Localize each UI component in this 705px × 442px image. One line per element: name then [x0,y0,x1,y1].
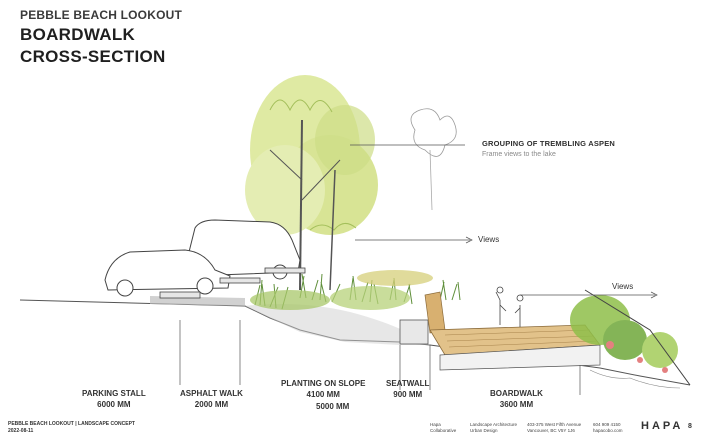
seatwall [399,319,429,345]
footer-project-name: PEBBLE BEACH LOOKOUT | LANDSCAPE CONCEPT [8,421,135,427]
page-title-line-2: CROSS-SECTION [20,47,166,66]
views-label-right: Views [612,282,634,291]
dim-asphalt-value: 2000 MM [194,400,229,409]
dim-boardwalk-value: 3600 MM [499,400,534,409]
footer-firm: Hapa Collaborative [430,422,456,434]
footer-discipline-line-2: Urban Design [470,428,498,433]
dim-overall: 5000 MM [316,402,350,411]
dim-asphalt-name: ASPHALT WALK [180,389,243,398]
dim-seatwall-name: SEATWALL [386,379,430,388]
view-arrow-right [520,291,658,299]
shoreline-edge [584,289,691,386]
background-tree [410,108,457,157]
aspen-trunks [269,119,341,291]
footer-firm-line-2: Collaborative [430,428,457,433]
footer-discipline: Landscape Architecture Urban Design [470,422,517,434]
car-front [104,249,231,297]
asphalt-grey [150,296,245,306]
footer-firm-line-1: Hapa [430,422,441,427]
footer-contact: 604 909 4150 hapacobo.com [593,422,623,434]
dim-parking-value: 6000 MM [97,400,131,409]
footer-phone: 604 909 4150 [593,422,621,427]
footer-discipline-line-1: Landscape Architecture [470,422,518,427]
dim-planting-slope: PLANTING ON SLOPE 4100 MM [281,378,365,400]
dim-planting-value: 4100 MM [306,390,340,399]
view-arrow-upper [355,236,473,244]
dim-planting-name: PLANTING ON SLOPE [281,379,366,388]
planting-mass [250,270,433,310]
dim-seatwall: SEATWALL 900 MM [386,378,429,400]
slope-earth [245,304,430,345]
dim-parking-stall: PARKING STALL 6000 MM [82,388,146,410]
shore-planting [570,295,678,373]
footer-address-line-2: Vancouver, BC V5Y 1J6 [527,428,575,433]
dim-parking-name: PARKING STALL [82,389,146,398]
aspen-callout-label: GROUPING OF TREMBLING ASPEN [482,139,616,148]
boardwalk-structure [439,344,601,371]
footer-address-line-1: 403-375 West Fifth Avenue [527,422,582,427]
aspen-foliage [245,75,378,235]
dim-boardwalk: BOARDWALK 3600 MM [490,388,543,410]
footer-date: 2022-08-11 [8,428,34,434]
dim-seatwall-value: 900 MM [393,390,423,399]
project-kicker: PEBBLE BEACH LOOKOUT [20,8,183,22]
hapa-logo: HAPA [641,420,684,432]
footer-project: PEBBLE BEACH LOOKOUT | LANDSCAPE CONCEPT… [8,421,135,435]
dimension-ticks [179,320,581,395]
dim-boardwalk-name: BOARDWALK [490,389,543,398]
page-title-line-1: BOARDWALK [20,25,136,44]
people-sketch [495,286,524,327]
footer-address: 403-375 West Fifth Avenue Vancouver, BC … [527,422,581,434]
aspen-callout-sub: Frame views to the lake [482,151,556,158]
page-title: BOARDWALK CROSS-SECTION [20,24,166,68]
page-number: 8 [688,423,692,430]
dim-asphalt-walk: ASPHALT WALK 2000 MM [180,388,243,410]
footer-web: hapacobo.com [593,428,623,433]
bumper-stops [159,267,306,299]
views-label-upper: Views [478,235,500,244]
